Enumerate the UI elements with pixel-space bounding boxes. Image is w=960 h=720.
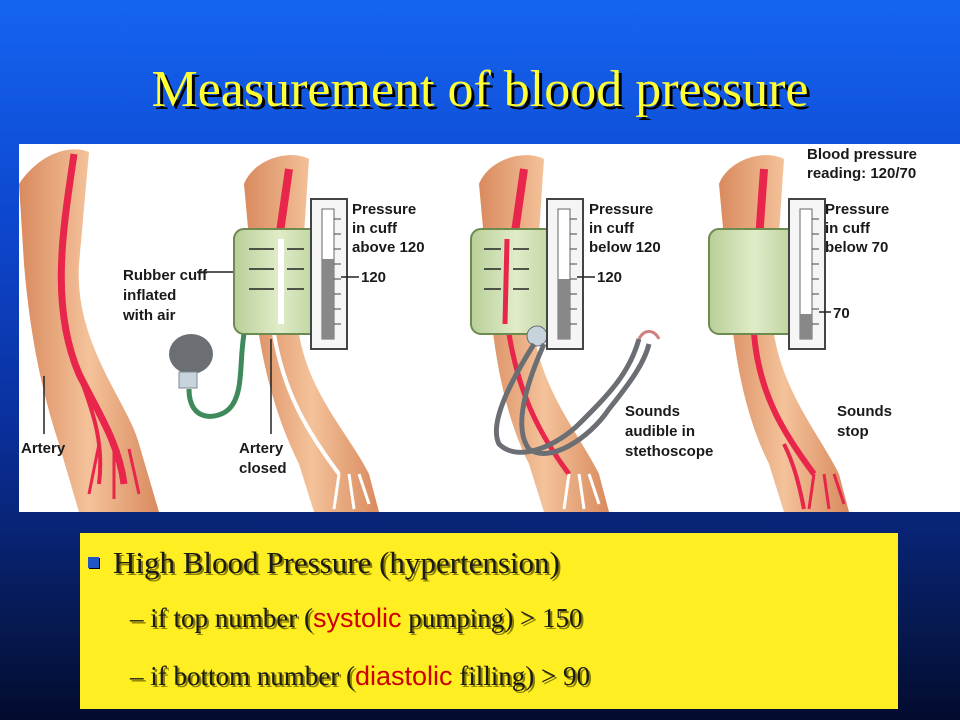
label-p1-line3: above 120: [352, 239, 425, 256]
slide-title: Measurement of blood pressure: [151, 61, 809, 118]
diastolic-term: diastolic: [354, 661, 453, 691]
label-p1-line1: Pressure: [352, 201, 416, 218]
sub-bullet-systolic: – if top number (systolic pumping) > 150: [130, 603, 582, 634]
label-p1-tick: 120: [361, 269, 386, 286]
systolic-term: systolic: [312, 603, 402, 633]
sub-bullet-diastolic: – if bottom number (diastolic filling) >…: [130, 661, 590, 692]
arm-panel-1: [19, 149, 159, 512]
label-rubber-cuff-3: with air: [122, 307, 176, 324]
label-p2-line2: in cuff: [589, 220, 635, 237]
bullet-text: High Blood Pressure (hypertension): [113, 545, 560, 580]
label-rubber-cuff-2: inflated: [123, 287, 176, 304]
diastolic-pre: if bottom number (: [150, 661, 355, 691]
bullet-square-icon: [88, 557, 99, 569]
label-p2-line3: below 120: [589, 239, 661, 256]
label-rubber-cuff-1: Rubber cuff: [123, 267, 208, 284]
label-sounds-audible-2: audible in: [625, 423, 695, 440]
label-reading-1: Blood pressure: [807, 146, 917, 163]
label-p3-line1: Pressure: [825, 201, 889, 218]
dash-1: –: [130, 603, 144, 633]
label-p2-tick: 120: [597, 269, 622, 286]
arm-panel-2: [169, 155, 379, 512]
arm-panel-3: [470, 155, 661, 512]
arm-panel-4: [708, 155, 849, 512]
dash-2: –: [130, 661, 144, 691]
diastolic-post: filling) > 90: [452, 661, 590, 691]
blood-pressure-illustration: Artery Rubber cuff inflated with air: [19, 144, 960, 512]
label-sounds-stop-1: Sounds: [837, 403, 892, 420]
label-sounds-audible-3: stethoscope: [625, 443, 713, 460]
label-p3-line3: below 70: [825, 239, 888, 256]
label-p3-line2: in cuff: [825, 220, 871, 237]
label-reading-2: reading: 120/70: [807, 165, 916, 182]
label-p1-line2: in cuff: [352, 220, 398, 237]
hypertension-notes: High Blood Pressure (hypertension) – if …: [80, 533, 898, 709]
label-p3-tick: 70: [833, 305, 850, 322]
systolic-post: pumping) > 150: [401, 603, 583, 633]
label-sounds-audible-1: Sounds: [625, 403, 680, 420]
label-artery-closed-1: Artery: [239, 440, 284, 457]
label-artery-closed-2: closed: [239, 460, 287, 477]
label-sounds-stop-2: stop: [837, 423, 869, 440]
label-artery: Artery: [21, 440, 66, 457]
systolic-pre: if top number (: [150, 603, 313, 633]
bullet-hypertension: High Blood Pressure (hypertension): [88, 545, 560, 581]
label-p2-line1: Pressure: [589, 201, 653, 218]
